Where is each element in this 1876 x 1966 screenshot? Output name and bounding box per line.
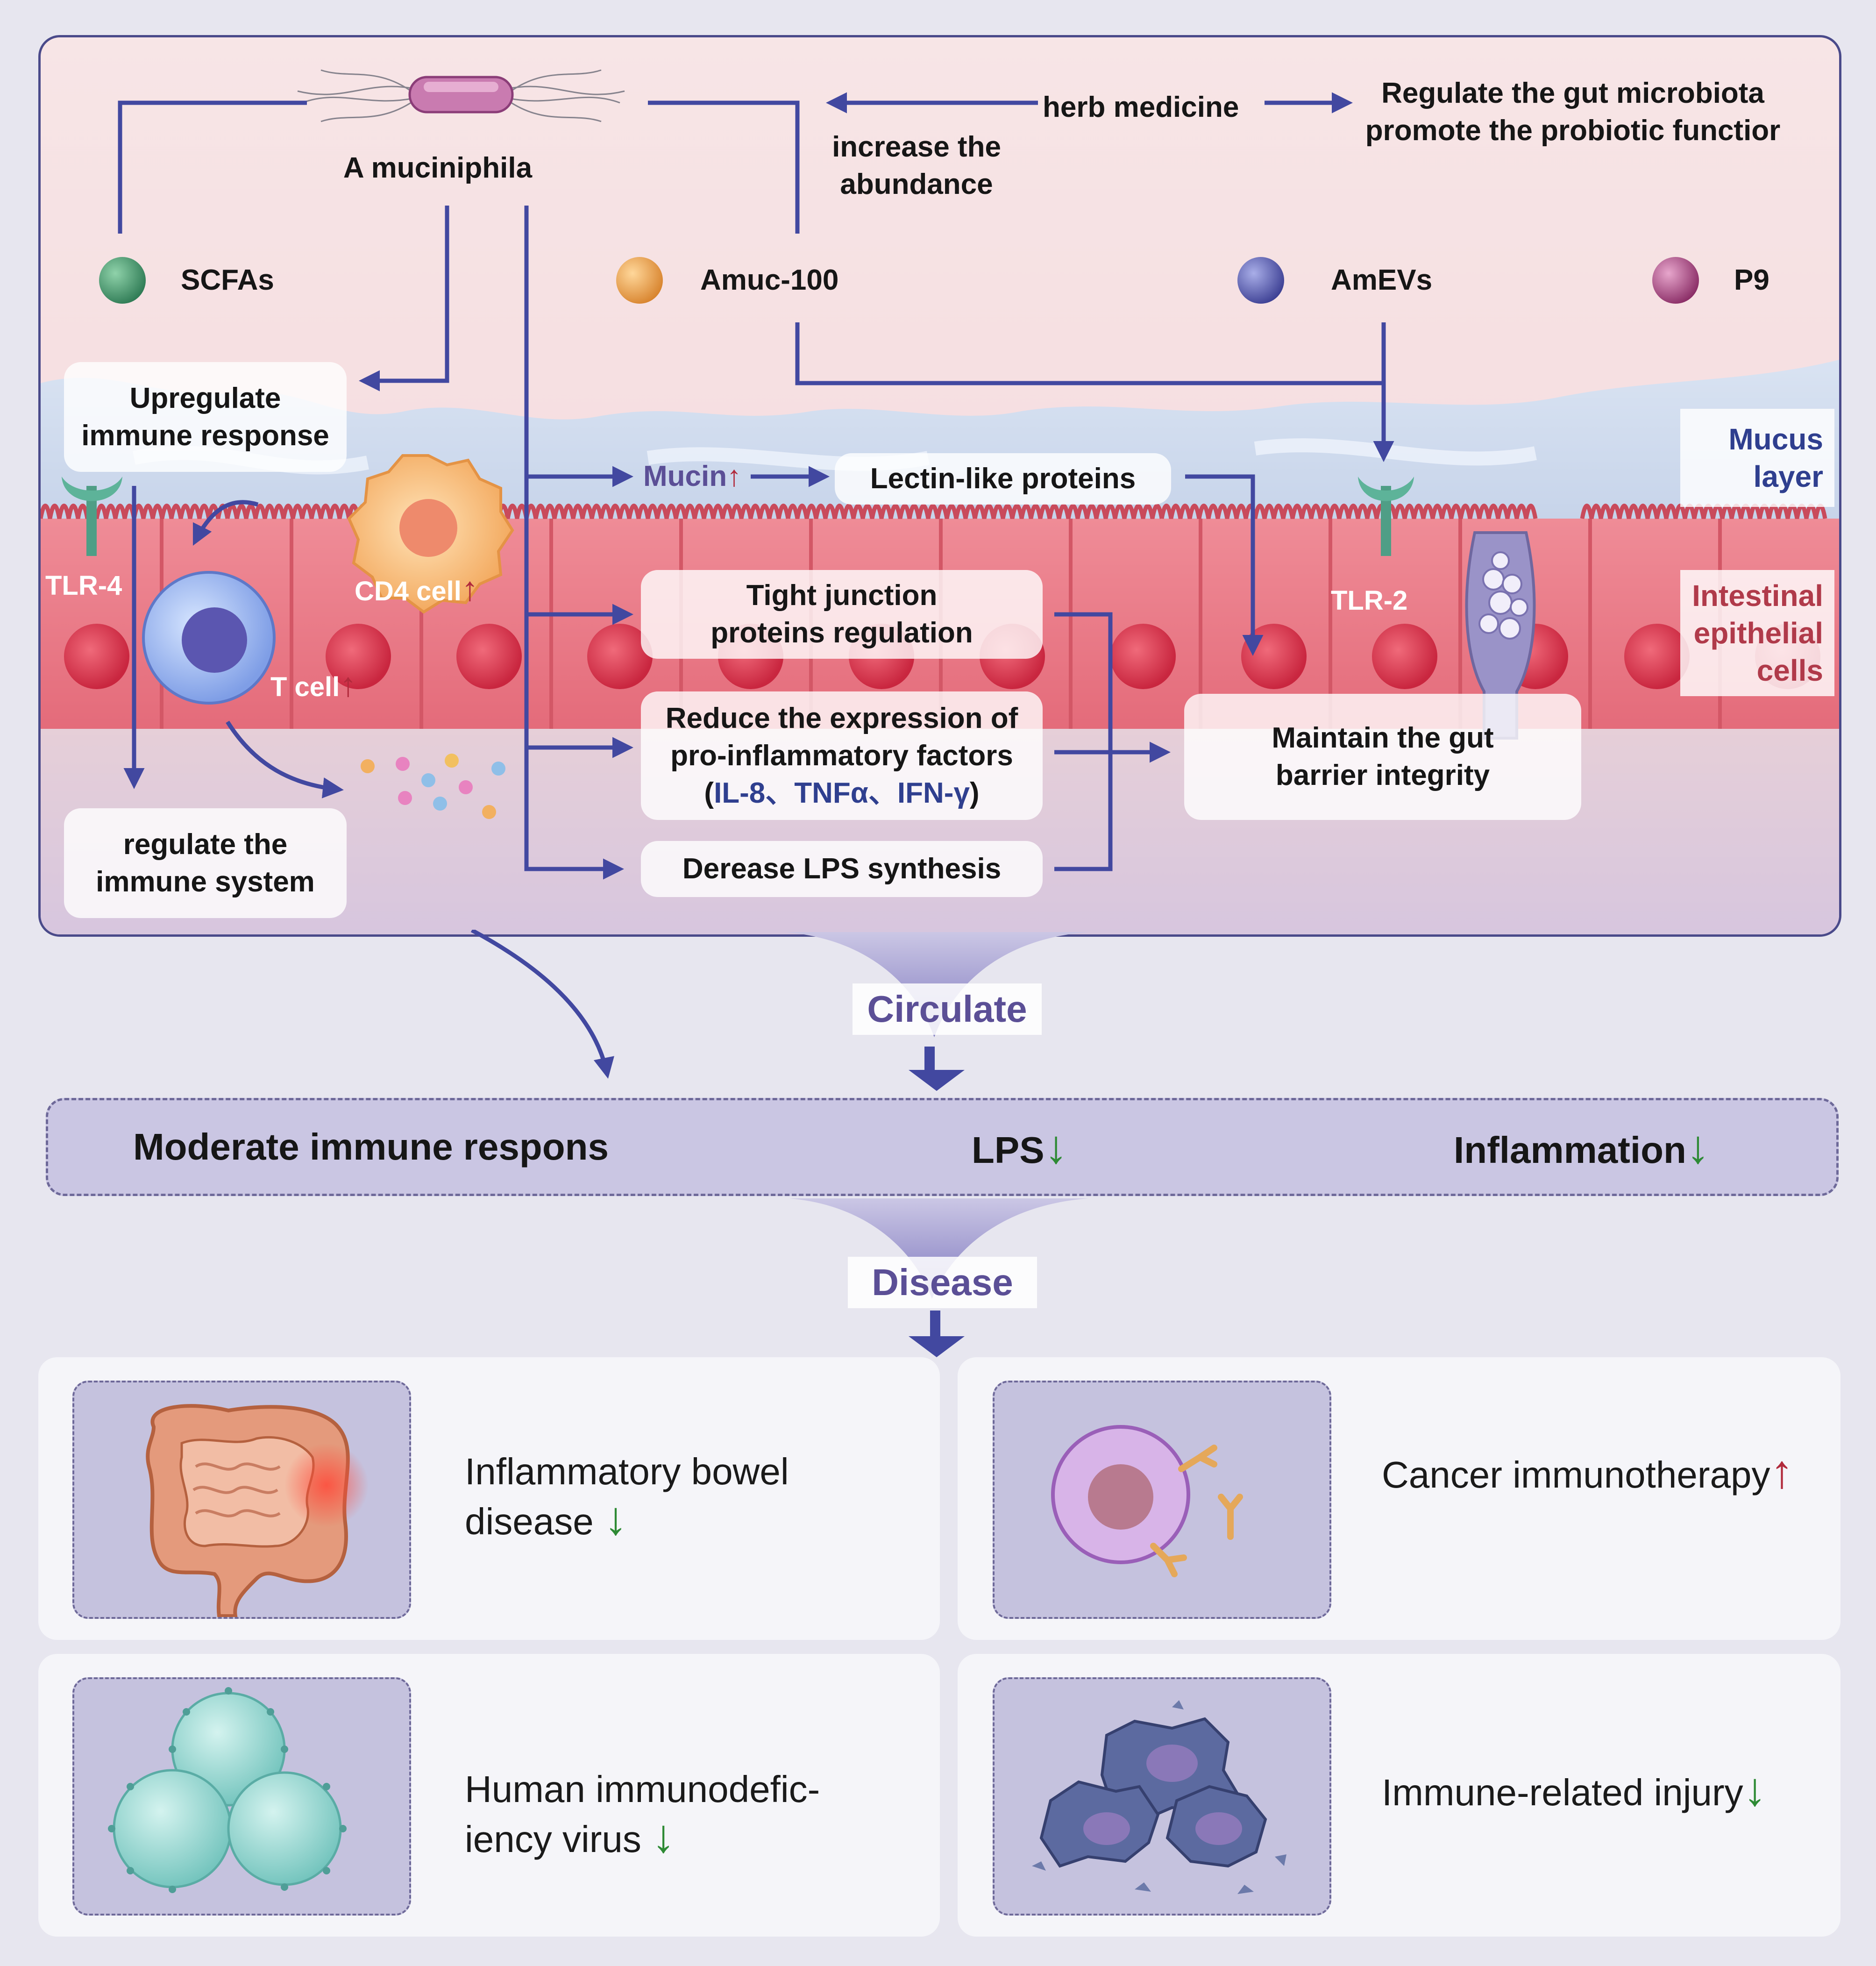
virus-image [72,1677,411,1916]
hiv-text: Human immunodefic- iency virus ↓ [465,1768,820,1862]
intestine-icon [146,1404,369,1617]
amevs-label: AmEVs [1331,264,1433,296]
mucin-label: Mucin↑ [643,460,742,492]
injury-text: Immune-related injury↓ [1382,1763,1767,1816]
lps-synthesis-box: Derease LPS synthesis [641,841,1043,897]
virus-icon [108,1687,347,1893]
tlr4-receptor-shape [62,477,122,556]
p9-label: P9 [1734,264,1769,296]
disease-label: Disease [848,1257,1037,1308]
moderate-immune-label: Moderate immune respons [133,1126,609,1168]
lps-summary-label: LPS↓ [972,1121,1068,1173]
ibd-text: Inflammatory bowel disease ↓ [465,1451,789,1545]
summary-bar [46,1098,1839,1196]
scfas-label: SCFAs [181,264,274,296]
inflammation-summary-label: Inflammation↓ [1454,1121,1710,1173]
cancer-cell-image [993,1381,1331,1619]
damaged-cells-icon [1032,1700,1286,1894]
tlr2-label: TLR-2 [1331,585,1408,616]
circulate-label: Circulate [853,983,1042,1035]
injury-cells-image [993,1677,1331,1916]
cytokines-label: (IL-8、TNFα、IFN-γ) [704,776,980,809]
amuc-label: Amuc-100 [700,264,839,296]
cancer-text: Cancer immunotherapy↑ [1382,1446,1794,1498]
immune-cell-icon [1051,1425,1243,1577]
tlr4-label: TLR-4 [45,570,122,601]
cd4-cell-label: CD4 cell↑ [355,570,478,608]
t-cell-label: T cell↑ [270,666,357,704]
herb-medicine-label: herb medicine [1043,91,1239,123]
intestine-image [72,1381,411,1619]
bacterium-label: A muciniphila [343,152,533,184]
lectin-box: Lectin-like proteins [835,453,1171,505]
